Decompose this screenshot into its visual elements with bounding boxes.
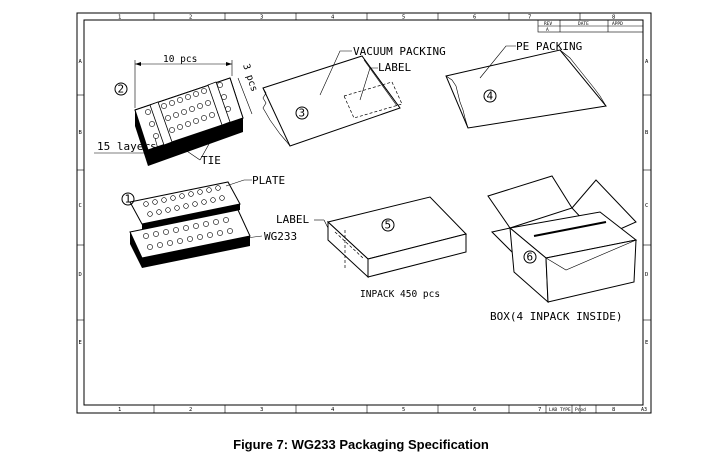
zone-letter: D: [79, 272, 82, 278]
tie-label: TIE: [201, 154, 221, 167]
zone-number: 3: [260, 15, 263, 21]
zone-letter: A: [645, 59, 649, 65]
tray-cells: [145, 82, 231, 139]
zone-number: 5: [402, 15, 405, 21]
vacuum-packing-callout: VACUUM PACKING: [319, 45, 446, 96]
prod-label: Prod: [575, 407, 586, 413]
rev-header: REV: [544, 21, 552, 27]
inpack-label: INPACK 450 pcs: [360, 289, 440, 300]
label-top-text: LABEL: [378, 61, 411, 74]
zone-number: 7: [528, 15, 531, 21]
plate-label: PLATE: [252, 174, 285, 187]
zone-number: 3: [260, 407, 263, 413]
label-top-callout: LABEL: [359, 61, 411, 101]
step-5-marker: 5: [381, 218, 395, 232]
shipping-box: [487, 175, 638, 304]
lower-plate-cells: [143, 217, 233, 250]
revision-table: REV DATE APPD A: [537, 19, 644, 33]
step-3-marker: 3: [295, 106, 309, 120]
zone-letter: C: [79, 203, 82, 209]
vacuum-bag-label-area: [343, 81, 403, 119]
vacuum-bag: [262, 55, 403, 147]
step-number: 5: [385, 219, 392, 232]
tray-plates: [129, 181, 251, 268]
vacuum-packing-label: VACUUM PACKING: [353, 45, 446, 58]
step-6-marker: 6: [523, 250, 537, 264]
outer-frame: [76, 12, 652, 414]
pe-packing-callout: PE PACKING: [479, 40, 582, 79]
top-zone-numbers: 1 2 3 4 5 6 7 8: [118, 15, 615, 21]
zone-number: 1: [118, 407, 121, 413]
zone-number: 1: [118, 15, 121, 21]
dimension-ten-pcs: 10 pcs: [134, 54, 233, 108]
step-number: 4: [487, 90, 494, 103]
step-number: 3: [299, 107, 306, 120]
step-number: 6: [527, 251, 534, 264]
stacked-trays: [134, 77, 244, 166]
zone-number: 4: [331, 15, 335, 21]
zone-letter: E: [645, 340, 648, 346]
step-number: 2: [118, 83, 125, 96]
pe-packing-label: PE PACKING: [516, 40, 582, 53]
step-1-marker: 1: [121, 192, 135, 206]
zone-letter: A: [79, 59, 83, 65]
zone-letter: C: [645, 203, 648, 209]
zone-number: 4: [331, 407, 335, 413]
sheet-size: A3: [641, 407, 647, 413]
inpack-box: [326, 196, 467, 279]
step-2-marker: 2: [114, 82, 128, 96]
label-mid-text: LABEL: [276, 213, 309, 226]
ten-pcs-label: 10 pcs: [163, 54, 197, 65]
box-label: BOX(4 INPACK INSIDE): [490, 310, 622, 323]
zone-letter: B: [645, 130, 649, 136]
label-mid-callout: LABEL WG233: [245, 213, 331, 243]
zone-number: 2: [189, 15, 192, 21]
plate-callout: PLATE: [225, 174, 285, 187]
zone-number: 7: [538, 407, 541, 413]
zone-number: 6: [473, 407, 476, 413]
rev-value: A: [546, 27, 549, 33]
three-pcs-label: 3 pcs: [240, 63, 259, 94]
bottom-zone-numbers: 1 2 3 4 5 6 7 8: [118, 407, 615, 413]
fifteen-layers-callout: 15 layers: [94, 137, 160, 154]
figure-caption: Figure 7: WG233 Packaging Specification: [233, 437, 489, 452]
step-number: 1: [125, 193, 132, 206]
left-zone-letters: A B C D E: [79, 59, 83, 346]
fifteen-layers-label: 15 layers: [97, 140, 157, 153]
sheet-type: LAB TYPE: [549, 407, 571, 413]
upper-plate-cells: [143, 185, 225, 217]
title-block: LAB TYPE Prod A3: [545, 405, 647, 413]
inner-frame: [83, 19, 644, 406]
zone-number: 2: [189, 407, 192, 413]
right-zone-letters: A B C D E: [645, 59, 649, 346]
zone-letter: D: [645, 272, 648, 278]
zone-number: 6: [473, 15, 476, 21]
top-zone-ticks: [77, 13, 651, 413]
zone-letter: E: [79, 340, 82, 346]
step-4-marker: 4: [483, 89, 497, 103]
zone-number: 5: [402, 407, 405, 413]
zone-number: 8: [612, 15, 615, 21]
date-header: DATE: [578, 21, 589, 27]
pe-bag: [445, 49, 607, 129]
dimension-three-pcs: 3 pcs: [237, 63, 259, 115]
tie-callout: TIE: [177, 127, 221, 167]
appd-header: APPD: [612, 21, 623, 27]
part-number-label: WG233: [264, 230, 297, 243]
zone-number: 8: [612, 407, 615, 413]
zone-letter: B: [79, 130, 83, 136]
